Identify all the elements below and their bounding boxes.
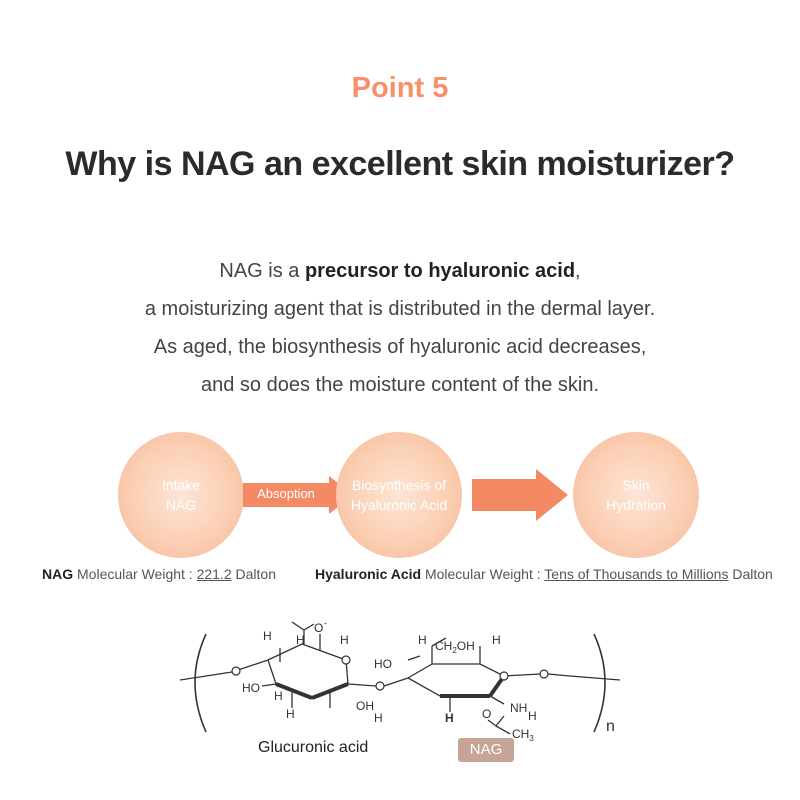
left-bracket <box>194 633 207 733</box>
step-hydration-line-1: Skin <box>622 477 650 493</box>
page-title: Why is NAG an excellent skin moisturizer… <box>65 145 735 183</box>
intro-line-1-bold: precursor to hyaluronic acid <box>304 260 576 282</box>
point-label: Point 5 <box>351 72 449 104</box>
intro-line-1: NAG is a precursor to hyaluronic acid, <box>0 252 800 290</box>
atom-ho-1: HO <box>242 681 260 695</box>
atom-h-7: H <box>418 633 427 647</box>
ha-weight-name: Hyaluronic Acid <box>315 566 422 582</box>
step-biosynthesis-line-2: Hyaluronic Acid <box>350 497 448 513</box>
nag-weight-name: NAG <box>42 566 74 582</box>
atom-ch3-sub: 3 <box>529 734 534 743</box>
atom-ch2oh-sub: 2 <box>452 646 457 655</box>
nag-badge: NAG <box>458 738 514 762</box>
atom-h-9: H <box>528 709 537 723</box>
step-intake-line-2: NAG <box>165 497 197 513</box>
nag-molecular-weight: NAG Molecular Weight : 221.2 Dalton <box>42 566 276 582</box>
atom-h-4: H <box>274 689 283 703</box>
nag-ring <box>406 663 505 697</box>
biosynthesis-arrow-shaft <box>472 479 536 511</box>
atom-h-1: H <box>263 629 272 643</box>
nag-weight-label: Molecular Weight : <box>73 566 197 582</box>
atom-ch3: CH3 <box>512 727 534 743</box>
atom-nh: NH <box>510 701 527 715</box>
atom-h-2: H <box>296 633 305 647</box>
intro-line-4: and so does the moisture content of the … <box>200 374 600 396</box>
step-hydration-circle: Skin Hydration <box>573 432 699 558</box>
atom-h-5: H <box>286 707 295 721</box>
atom-ch2oh-pre: CH <box>435 639 452 653</box>
absorption-arrow-label: Absoption <box>257 486 315 501</box>
atom-ho-2: HO <box>374 657 392 671</box>
intro-line-1-pre: NAG is a <box>219 260 305 282</box>
intro-line-3: As aged, the biosynthesis of hyaluronic … <box>153 336 647 358</box>
step-biosynthesis-circle: Biosynthesis of Hyaluronic Acid <box>336 432 462 558</box>
hyaluronic-acid-structure: H H O - H HO H H OH H H CH2OH H HO H NH … <box>179 620 621 743</box>
biosynthesis-arrow-head-icon <box>536 469 568 521</box>
ha-weight-label: Molecular Weight : <box>421 566 545 582</box>
intro-paragraph: NAG is a precursor to hyaluronic acid, a… <box>0 252 800 404</box>
step-hydration-line-2: Hydration <box>606 497 666 513</box>
atom-h-3: H <box>340 633 349 647</box>
atom-ch3-pre: CH <box>512 727 529 741</box>
step-biosynthesis-line-1: Biosynthesis of <box>351 477 447 493</box>
step-intake-line-1: Intake <box>161 477 201 493</box>
biosynthesis-arrow-icon <box>472 469 568 521</box>
intro-line-2: a moisturizing agent that is distributed… <box>144 298 656 320</box>
right-bracket <box>593 633 606 733</box>
repeat-unit-subscript: n <box>606 718 615 735</box>
atom-o-carboxyl: O <box>314 621 323 635</box>
absorption-arrow-shaft <box>243 483 329 507</box>
step-intake-circle: Intake NAG <box>118 432 244 558</box>
ha-molecular-weight: Hyaluronic Acid Molecular Weight : Tens … <box>315 566 773 582</box>
intro-line-1-post: , <box>575 260 581 282</box>
atom-h-8: H <box>492 633 501 647</box>
atom-h-6: H <box>374 711 383 725</box>
atom-o-amide: O <box>482 707 491 721</box>
atom-minus-charge: - <box>324 620 327 628</box>
atom-ch2oh: CH2OH <box>435 639 475 655</box>
ha-weight-unit: Dalton <box>728 566 773 582</box>
atom-oh-1: OH <box>356 699 374 713</box>
ha-weight-value: Tens of Thousands to Millions <box>544 566 729 582</box>
atom-h-bold: H <box>445 711 454 725</box>
atom-ch2oh-post: OH <box>457 639 475 653</box>
nag-weight-unit: Dalton <box>231 566 276 582</box>
nag-weight-value: 221.2 <box>196 566 232 582</box>
glucuronic-acid-label: Glucuronic acid <box>258 739 369 756</box>
